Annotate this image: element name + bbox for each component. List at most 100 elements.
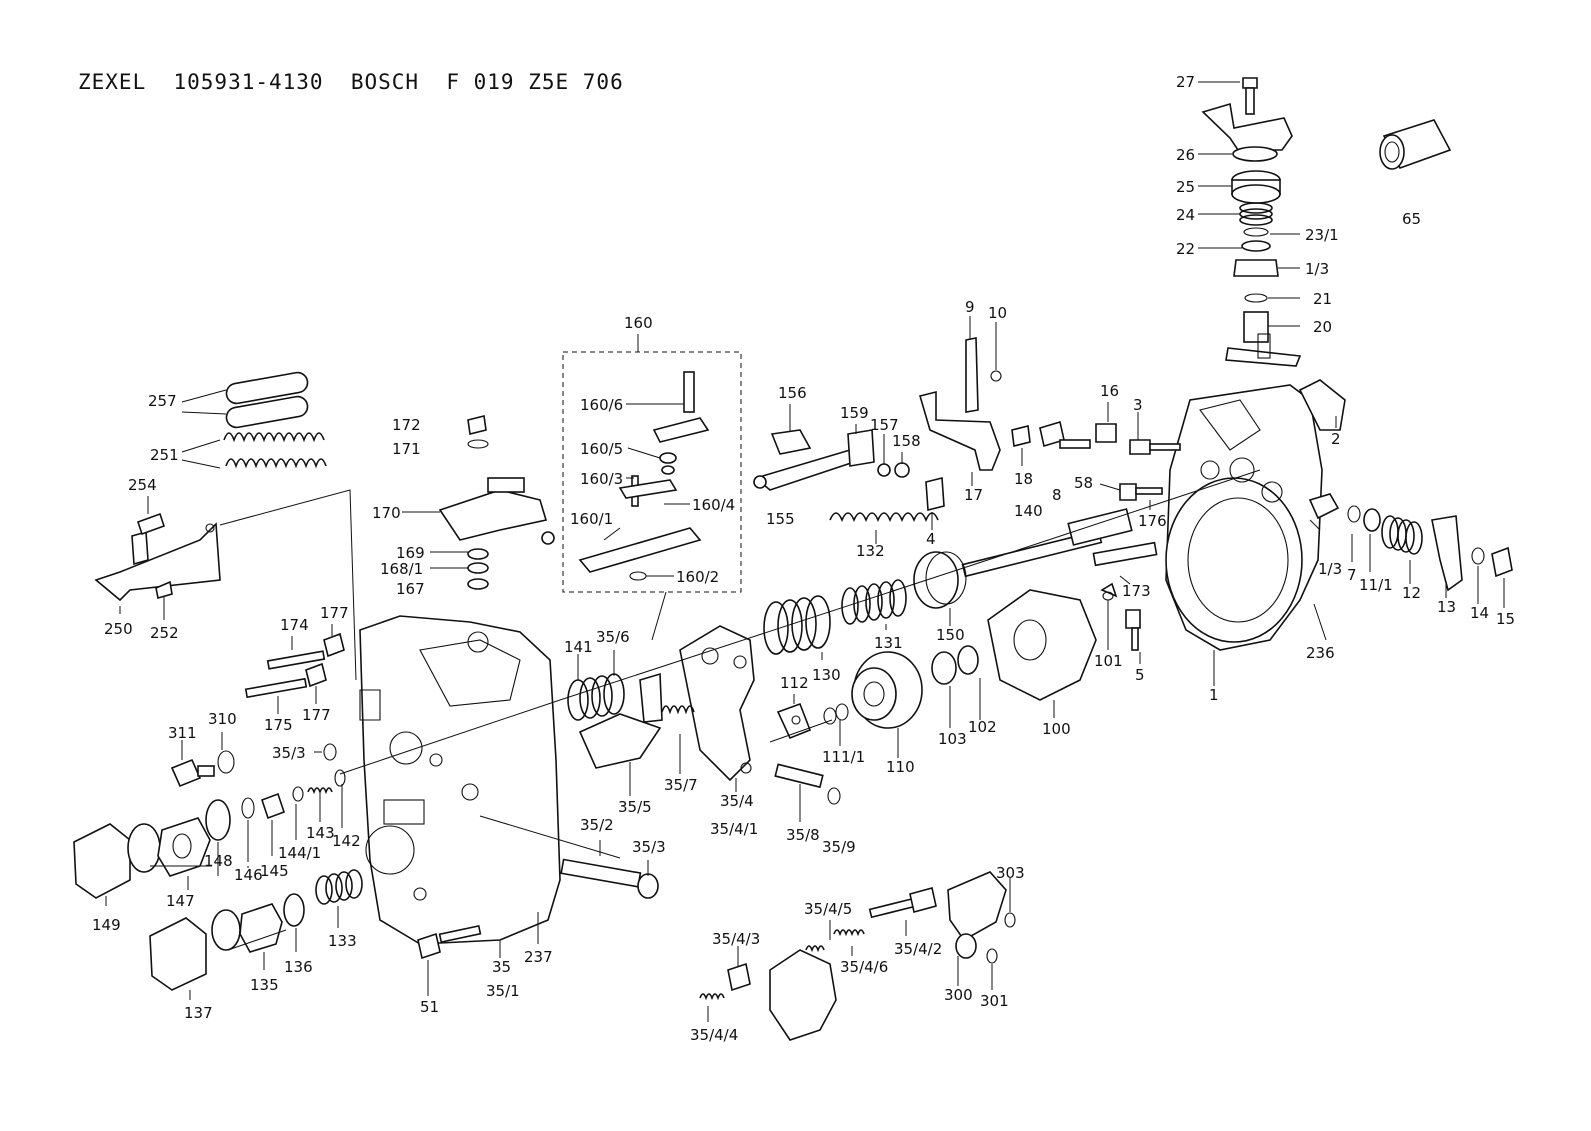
label-35-4-3: 35/4/3 — [712, 930, 760, 948]
spring-133 — [315, 869, 363, 905]
label-147: 147 — [166, 892, 195, 910]
studs-174-175 — [244, 632, 345, 699]
label-14: 14 — [1470, 604, 1489, 622]
label-177-top: 177 — [320, 604, 349, 622]
label-251: 251 — [150, 446, 179, 464]
label-9: 9 — [965, 298, 975, 316]
springs-251-sleeves-257 — [223, 371, 327, 469]
label-144-1: 144/1 — [278, 844, 321, 862]
label-301: 301 — [980, 992, 1009, 1010]
label-12: 12 — [1402, 584, 1421, 602]
label-254: 254 — [128, 476, 157, 494]
label-131: 131 — [874, 634, 903, 652]
label-160-6: 160/6 — [580, 396, 623, 414]
cam-100 — [931, 589, 1114, 701]
pump-housing-1 — [1165, 379, 1346, 651]
label-170: 170 — [372, 504, 401, 522]
label-1-3-top: 1/3 — [1305, 260, 1329, 278]
label-174: 174 — [280, 616, 309, 634]
label-172: 172 — [392, 416, 421, 434]
label-65: 65 — [1402, 210, 1421, 228]
lever-170 — [438, 415, 555, 590]
label-176: 176 — [1138, 512, 1167, 530]
label-35-5: 35/5 — [618, 798, 652, 816]
label-133: 133 — [328, 932, 357, 950]
label-35-7: 35/7 — [664, 776, 698, 794]
label-158: 158 — [892, 432, 921, 450]
label-4: 4 — [926, 530, 936, 548]
spring-132 — [829, 512, 939, 523]
label-160: 160 — [624, 314, 653, 332]
label-137: 137 — [184, 1004, 213, 1022]
label-102: 102 — [968, 718, 997, 736]
governor-cover — [359, 615, 561, 945]
label-169: 169 — [396, 544, 425, 562]
label-35-9: 35/9 — [822, 838, 856, 856]
label-160-3: 160/3 — [580, 470, 623, 488]
label-177-bottom: 177 — [302, 706, 331, 724]
plug-137-group — [149, 893, 305, 991]
label-155: 155 — [766, 510, 795, 528]
label-35-2: 35/2 — [580, 816, 614, 834]
right-small-parts — [1092, 423, 1513, 651]
label-300: 300 — [944, 986, 973, 1004]
plug-149-group — [73, 769, 346, 899]
label-10: 10 — [988, 304, 1007, 322]
label-8: 8 — [1052, 486, 1062, 504]
label-35-1: 35/1 — [486, 982, 520, 1000]
label-5: 5 — [1135, 666, 1145, 684]
label-110: 110 — [886, 758, 915, 776]
label-11-1: 11/1 — [1359, 576, 1393, 594]
label-112: 112 — [780, 674, 809, 692]
label-145: 145 — [260, 862, 289, 880]
label-35: 35 — [492, 958, 511, 976]
label-15: 15 — [1496, 610, 1515, 628]
label-1-3-right: 1/3 — [1318, 560, 1342, 578]
part-number-labels: 27 26 25 24 23/1 22 1/3 21 20 65 2 16 3 … — [92, 73, 1515, 1044]
label-27: 27 — [1176, 73, 1195, 91]
label-236: 236 — [1306, 644, 1335, 662]
label-136: 136 — [284, 958, 313, 976]
bolt-51 — [417, 924, 482, 960]
lever-35-4 — [679, 625, 841, 805]
parts-130-131-150 — [763, 551, 967, 655]
label-135: 135 — [250, 976, 279, 994]
label-23-1: 23/1 — [1305, 226, 1339, 244]
screw-311 — [170, 743, 337, 788]
label-16: 16 — [1100, 382, 1119, 400]
label-51: 51 — [420, 998, 439, 1016]
label-160-4: 160/4 — [692, 496, 735, 514]
label-18: 18 — [1014, 470, 1033, 488]
label-167: 167 — [396, 580, 425, 598]
label-100: 100 — [1042, 720, 1071, 738]
label-35-4-5: 35/4/5 — [804, 900, 852, 918]
label-21: 21 — [1313, 290, 1332, 308]
label-35-6: 35/6 — [596, 628, 630, 646]
label-160-1: 160/1 — [570, 510, 613, 528]
label-130: 130 — [812, 666, 841, 684]
label-101: 101 — [1094, 652, 1123, 670]
label-1: 1 — [1209, 686, 1219, 704]
label-143: 143 — [306, 824, 335, 842]
label-35-4-4: 35/4/4 — [690, 1026, 738, 1044]
label-24: 24 — [1176, 206, 1195, 224]
delivery-valve-stack — [1201, 77, 1302, 367]
assembly-160 — [562, 351, 742, 593]
rod-35-2 — [560, 858, 659, 899]
label-150: 150 — [936, 626, 965, 644]
label-146: 146 — [234, 866, 263, 884]
label-311: 311 — [168, 724, 197, 742]
label-250: 250 — [104, 620, 133, 638]
linkage-9-17 — [918, 337, 1091, 471]
label-58: 58 — [1074, 474, 1093, 492]
label-156: 156 — [778, 384, 807, 402]
sleeve-65 — [1379, 119, 1452, 170]
label-173: 173 — [1122, 582, 1151, 600]
label-13: 13 — [1437, 598, 1456, 616]
label-35-4-6: 35/4/6 — [840, 958, 888, 976]
bracket-250 — [94, 512, 221, 602]
label-35-3-left: 35/3 — [272, 744, 306, 762]
label-310: 310 — [208, 710, 237, 728]
parts-35-5-to-35-7 — [567, 672, 695, 769]
